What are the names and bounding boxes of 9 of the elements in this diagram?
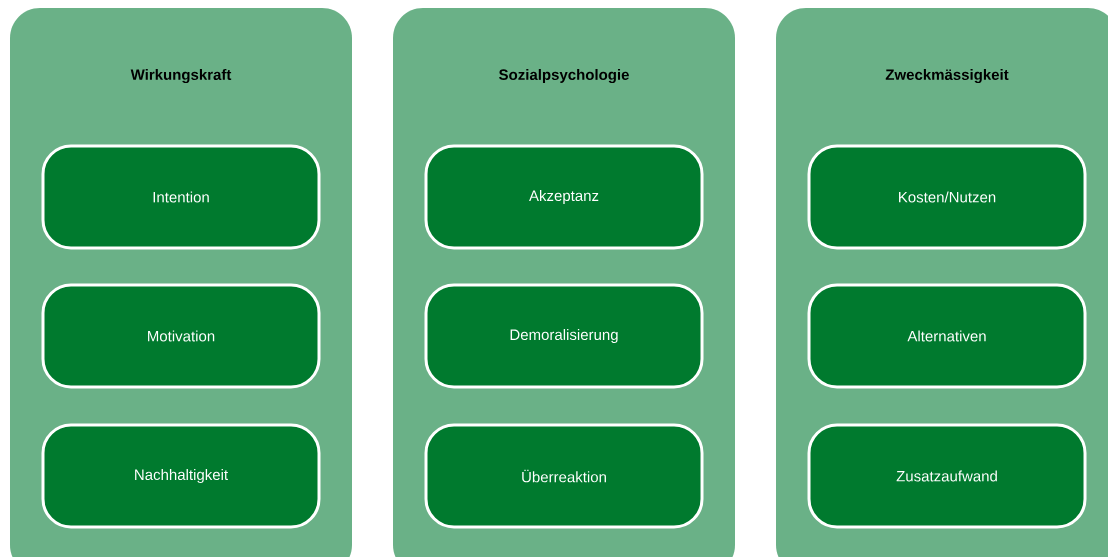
item-box: Überreaktion (424, 423, 704, 529)
item-box: Zusatzaufwand (807, 423, 1087, 529)
item-box: Alternativen (807, 283, 1087, 389)
item-box: Motivation (41, 283, 321, 389)
item-box: Nachhaltigkeit (41, 423, 321, 529)
item-box: Kosten/Nutzen (807, 144, 1087, 250)
item-box: Intention (41, 144, 321, 250)
item-box: Demoralisierung (424, 283, 704, 389)
item-box: Akzeptanz (424, 144, 704, 250)
